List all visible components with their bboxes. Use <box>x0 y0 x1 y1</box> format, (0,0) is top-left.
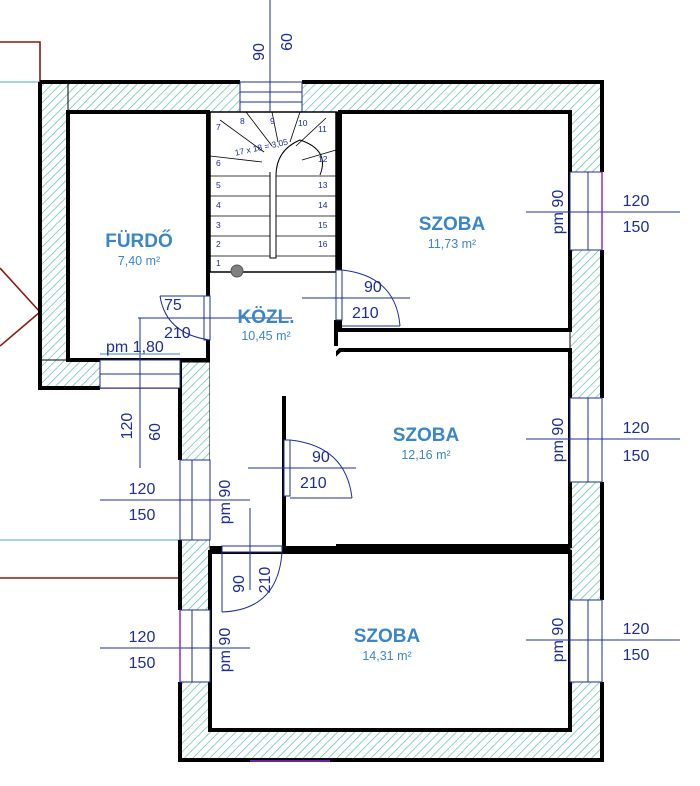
bath-door-w: 75 <box>164 297 182 314</box>
room3-window-w: 120 <box>623 621 650 638</box>
step-5: 5 <box>216 180 221 190</box>
room2-name: SZOBA <box>393 425 460 446</box>
dimension-lines <box>100 0 680 649</box>
hall-area: 10,45 m² <box>241 329 290 343</box>
hall-door-h: 210 <box>257 567 274 594</box>
stair: 1 2 3 4 5 6 7 8 9 10 11 12 13 14 15 16 1… <box>209 111 337 278</box>
room1-window-w: 120 <box>623 193 650 210</box>
step-13: 13 <box>318 180 328 190</box>
room2-door-w: 90 <box>312 449 330 466</box>
bath-window: pm 1,80 <box>106 339 164 356</box>
room1-window-h: 150 <box>623 219 650 236</box>
room1-door-w: 90 <box>364 279 382 296</box>
bath-door-h: 210 <box>164 325 191 342</box>
step-8: 8 <box>240 116 245 126</box>
room2-door-h: 210 <box>300 475 327 492</box>
hall-name: KÖZL. <box>238 307 295 328</box>
room1-door-h: 210 <box>352 305 379 322</box>
stair-start-marker <box>230 264 244 278</box>
room1-window-pm: pm 90 <box>550 190 567 235</box>
room3-area: 14,31 m² <box>362 649 411 663</box>
room3-name: SZOBA <box>354 626 421 647</box>
interiors <box>66 110 572 732</box>
step-14: 14 <box>318 200 328 210</box>
room2-window-h: 150 <box>623 448 650 465</box>
step-15: 15 <box>318 220 328 230</box>
hall-window-pm: pm 90 <box>217 480 234 525</box>
step-2: 2 <box>216 239 221 249</box>
step-6: 6 <box>216 158 221 168</box>
left-win-a: 120 <box>119 413 136 440</box>
room1-name: SZOBA <box>419 214 486 235</box>
step-11: 11 <box>318 124 327 134</box>
room3-left-window-pm: pm 90 <box>217 628 234 673</box>
hall-window-w: 120 <box>129 481 156 498</box>
room2-area: 12,16 m² <box>401 448 450 462</box>
room3-window-pm: pm 90 <box>550 618 567 663</box>
dimension-labels: 90 60 75 210 pm 1,80 120 60 90 210 90 21… <box>106 33 649 672</box>
step-7: 7 <box>216 122 221 132</box>
hall-window-h: 150 <box>129 507 156 524</box>
bath-name: FÜRDŐ <box>105 230 173 252</box>
top-dim-b: 60 <box>279 33 296 51</box>
room3-left-window-w: 120 <box>129 629 156 646</box>
hall-door-w: 90 <box>231 575 248 593</box>
step-1: 1 <box>216 258 221 268</box>
accent-lines <box>179 172 603 762</box>
step-3: 3 <box>216 220 221 230</box>
room3-window-h: 150 <box>623 647 650 664</box>
room-labels: FÜRDŐ 7,40 m² KÖZL. 10,45 m² SZOBA 11,73… <box>105 214 485 663</box>
step-16: 16 <box>318 239 328 249</box>
step-4: 4 <box>216 200 221 210</box>
left-win-b: 60 <box>147 423 164 441</box>
top-dim-a: 90 <box>251 43 268 61</box>
cyan-lines <box>0 81 180 541</box>
step-10: 10 <box>298 118 308 128</box>
room3-left-window-h: 150 <box>129 655 156 672</box>
room1-area: 11,73 m² <box>428 237 476 251</box>
room2-window-pm: pm 90 <box>550 418 567 463</box>
step-9: 9 <box>270 116 275 126</box>
bath-area: 7,40 m² <box>118 254 160 268</box>
step-12: 12 <box>318 154 328 164</box>
room2-window-w: 120 <box>623 420 650 437</box>
